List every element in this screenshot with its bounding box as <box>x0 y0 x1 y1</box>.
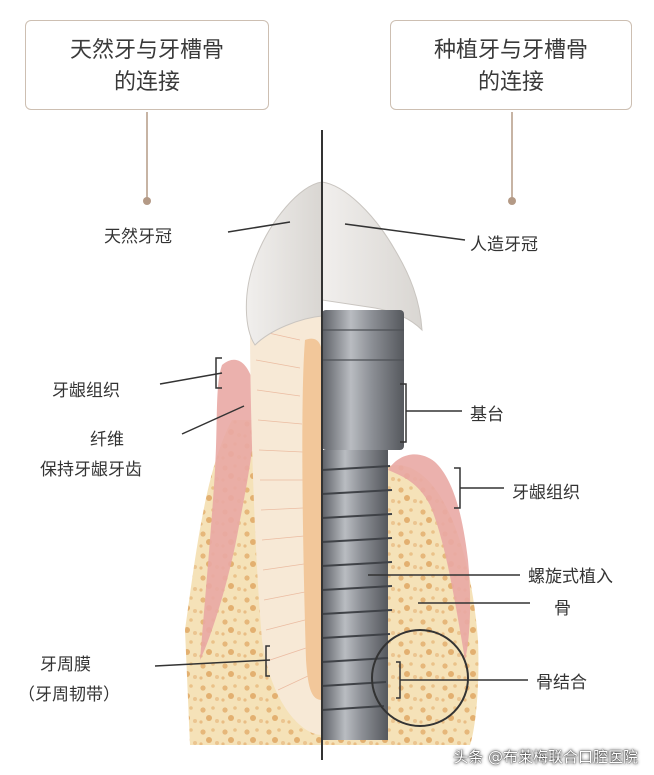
label-periodontal-line2: （牙周韧带） <box>18 685 120 705</box>
natural-tooth-section <box>185 181 323 745</box>
title-connector-right <box>508 112 516 205</box>
implant-section <box>321 181 479 745</box>
label-fiber-line2: 保持牙龈牙齿 <box>40 460 142 480</box>
label-natural-crown: 天然牙冠 <box>104 227 172 247</box>
left-root-canal <box>302 338 322 700</box>
implant-title-box: 种植牙与牙槽骨 的连接 <box>390 20 632 110</box>
right-gum <box>388 454 471 660</box>
natural-crown <box>245 181 323 346</box>
implant-screw-body <box>322 450 388 740</box>
label-fiber-line1: 纤维 <box>90 430 124 450</box>
natural-title-line1: 天然牙与牙槽骨 <box>69 38 224 63</box>
label-artificial-crown: 人造牙冠 <box>470 235 538 255</box>
label-gum-left: 牙龈组织 <box>52 381 120 401</box>
right-leaders <box>344 223 530 699</box>
label-abutment: 基台 <box>470 405 504 425</box>
watermark: 头条 @布莱梅联合口腔医院 <box>453 748 638 766</box>
label-periodontal-line1: 牙周膜 <box>40 655 91 675</box>
title-connector-left <box>143 112 151 205</box>
label-gum-right: 牙龈组织 <box>512 483 580 503</box>
abutment-shape <box>322 310 404 450</box>
label-screw-implant: 螺旋式植入 <box>528 567 613 587</box>
natural-tooth-title-box: 天然牙与牙槽骨 的连接 <box>25 20 269 110</box>
screw-threads <box>321 465 393 711</box>
left-gum <box>200 359 256 660</box>
natural-title-line2: 的连接 <box>113 70 180 95</box>
artificial-crown <box>321 181 423 332</box>
implant-title-line1: 种植牙与牙槽骨 <box>433 38 588 63</box>
implant-title-line2: 的连接 <box>477 70 544 95</box>
osseointegration-circle <box>371 629 469 727</box>
left-leaders <box>154 221 291 677</box>
label-bone: 骨 <box>554 599 571 619</box>
label-osseointegration: 骨结合 <box>536 673 587 693</box>
